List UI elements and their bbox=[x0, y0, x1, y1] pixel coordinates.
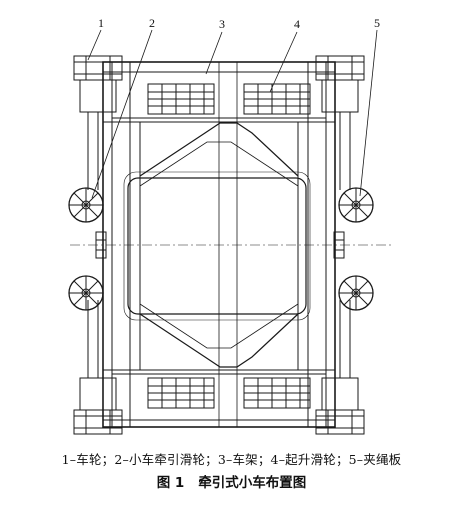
wheel-bottom-right bbox=[315, 377, 365, 435]
leader-3 bbox=[205, 31, 223, 75]
callout-4: 4 bbox=[294, 17, 300, 31]
traction-pulley-upper-left bbox=[68, 187, 104, 223]
upper-bracing bbox=[139, 122, 299, 177]
hoist-sheave-top-right bbox=[243, 83, 311, 115]
wheel-top-left bbox=[73, 55, 123, 113]
traction-pulley-lower-left bbox=[68, 275, 104, 311]
wheel-top-right bbox=[315, 55, 365, 113]
wheel-bottom-left bbox=[73, 377, 123, 435]
figure-title: 牵引式小车布置图 bbox=[198, 475, 307, 491]
figure-caption: 图 1 牵引式小车布置图 bbox=[0, 471, 463, 491]
figure-legend: 1–车轮；2–小车牵引滑轮；3–车架；4–起升滑轮；5–夹绳板 bbox=[61, 452, 402, 467]
leader-1 bbox=[87, 29, 102, 61]
lower-bracing bbox=[139, 313, 299, 368]
hoist-sheave-bottom-left bbox=[147, 377, 215, 409]
hoist-sheave-top-left bbox=[147, 83, 215, 115]
callout-3: 3 bbox=[219, 17, 225, 31]
trolley-drawing bbox=[68, 29, 392, 435]
callout-2: 2 bbox=[149, 16, 155, 30]
leader-2 bbox=[91, 29, 153, 199]
leader-5 bbox=[359, 29, 378, 197]
rope-clamp-lower-right bbox=[338, 275, 374, 311]
rope-clamp-upper-right bbox=[338, 187, 374, 223]
hoist-sheave-bottom-right bbox=[243, 377, 311, 409]
center-block bbox=[127, 177, 307, 315]
figure-number: 图 1 bbox=[156, 475, 185, 491]
callout-5: 5 bbox=[374, 16, 380, 30]
callout-1: 1 bbox=[98, 16, 104, 30]
leader-4 bbox=[269, 31, 298, 93]
